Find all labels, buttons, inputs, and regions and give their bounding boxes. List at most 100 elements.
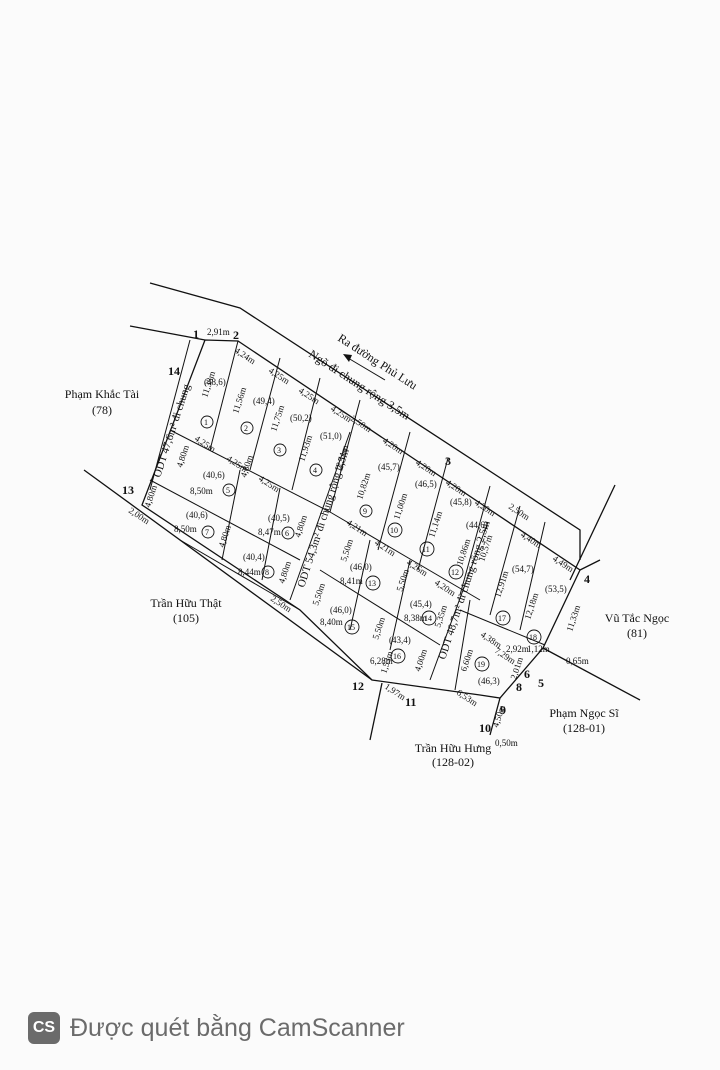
lot-10-marker [387,522,403,538]
lot-2-len: 11,56m [230,386,248,415]
dim-4-00: 4,00m [412,648,429,673]
camscanner-text: Được quét bằng CamScanner [70,1013,405,1042]
neighbor-labels: Phạm Khắc Tài (78) Trần Hữu Thật (105) V… [65,387,669,769]
dim-4-80a: 4,80m [174,444,191,469]
dim-4-21b: 4,21m [373,537,398,558]
lot-16-no: 16 [393,652,401,661]
lot-1-no: 1 [204,418,208,427]
lot-13-area: (46,0) [350,562,372,572]
lot-4-len: 11,93m [296,434,314,463]
lot-7-area: (40,6) [186,510,208,520]
dim-6-53: 6,53m [455,687,480,708]
lot-2-no: 2 [244,424,248,433]
lot-15-area: (46,0) [330,605,352,615]
lot-labels: (48,6) 1 11,38m (49,4) 2 11,56m (50,2) 3… [174,370,567,686]
lot-14-len: 8,38m [404,613,427,623]
lot-4-marker [309,463,323,477]
lot-11-len: 11,14m [426,510,444,539]
lot-19-area: (46,3) [478,676,500,686]
dim-4-20c: 4,20m [444,477,469,498]
neighbor-vu-tac-ngoc: Vũ Tắc Ngọc [605,611,669,625]
lot-8-no: 8 [265,568,269,577]
lot-6-area: (40,5) [268,513,290,523]
lot-12-marker [448,564,464,580]
lot-10-len: 11,00m [391,492,409,521]
lot-19-marker [474,656,490,672]
vertex-12: 12 [352,679,364,693]
neighbor-vu-tac-ngoc-no: (81) [627,626,647,640]
lane-a-label: ODT 47,6m² đi chung [151,382,193,479]
dim-2-50c: 2,50m [269,593,294,614]
lot-4-area: (51,0) [320,431,342,441]
dim-4-80b: 4,80m [142,484,159,509]
lot-15-len: 8,40m [320,617,343,627]
lot-15-no: 15 [347,623,355,632]
vertex-1: 1 [193,327,199,341]
lot-13-marker [365,575,381,591]
neighbor-pham-khac-tai: Phạm Khắc Tài [65,387,140,401]
vertex-6: 6 [524,667,530,681]
lot-9-no: 9 [363,507,367,516]
lot-14-area: (45,4) [410,599,432,609]
dim-2-50b: 2,50m [507,501,532,522]
lot-2-marker [240,421,254,435]
lot-5-no: 5 [226,486,230,495]
vertex-3: 3 [445,454,451,468]
dim-2-91: 2,91m [207,327,230,337]
lot-7-len: 8,50m [174,524,197,534]
lot-11-marker [419,541,435,557]
lot-1-marker [200,415,214,429]
lot-6-len: 8,47m [258,527,281,537]
vertex-labels: 1 2 3 4 5 6 7 8 9 10 11 12 13 14 [122,327,590,735]
lot-11-area: (45,8) [450,497,472,507]
vertex-13: 13 [122,483,134,497]
lot-18-area: (53,5) [545,584,567,594]
neighbor-tran-huu-hung-no: (128-02) [432,755,474,769]
lot-1-area: (48,6) [204,377,226,387]
dim-0-50: 0,50m [495,738,518,748]
lot-17-len: 12,91m [492,570,510,599]
lot-8-area: (40,4) [243,552,265,562]
dim-0-65: 0,65m [566,656,589,666]
lot-12-area: (44,6) [466,520,488,530]
dim-5-50c: 5,50m [394,568,411,593]
dim-4-24: 4,24m [233,345,258,366]
neighbor-pham-ngoc-si: Phạm Ngọc Sĩ [549,706,619,720]
lot-11-no: 11 [422,545,430,554]
dim-4-80f: 4,80m [276,560,293,585]
lot-5-area: (40,6) [203,470,225,480]
lot-19-len: 6,60m [458,648,475,673]
lot-13-no: 13 [368,579,376,588]
vertex-8: 8 [516,680,522,694]
lot-18-len: 12,18m [522,592,540,621]
dim-4-80e: 4,80m [292,514,309,539]
dim-2-92: 2,92m [506,644,529,654]
lot-9-len: 10,82m [354,472,372,501]
camscanner-watermark: CS Được quét bằng CamScanner [28,1012,405,1044]
lot-5-len: 8,50m [190,486,213,496]
lot-13-len: 8,41m [340,576,363,586]
lot-7-marker [201,525,215,539]
dim-5-50d: 5,50m [370,616,387,641]
dim-4-20a: 4,20m [381,435,406,456]
lot-9-marker [359,504,373,518]
lot-3-marker [273,443,287,457]
lot-17-no: 17 [498,614,506,623]
lot-8-marker [261,565,275,579]
dim-4-20d: 4,20m [473,497,498,518]
vertex-4: 4 [584,572,590,586]
lot-7-no: 7 [205,528,209,537]
dim-1-12: 1,12m [527,644,550,654]
lot-16-area: (43,4) [389,635,411,645]
lot-3-no: 3 [277,446,281,455]
lot-16-marker [390,648,406,664]
vertex-5: 5 [538,676,544,690]
neighbor-tran-huu-that: Trần Hữu Thật [150,596,222,610]
dim-4-40: 4,40m [519,529,544,550]
lot-12-no: 12 [451,568,459,577]
boundary-lines [83,282,641,741]
vertex-14: 14 [168,364,180,378]
lot-6-no: 6 [285,529,289,538]
neighbor-tran-huu-that-no: (105) [173,611,199,625]
